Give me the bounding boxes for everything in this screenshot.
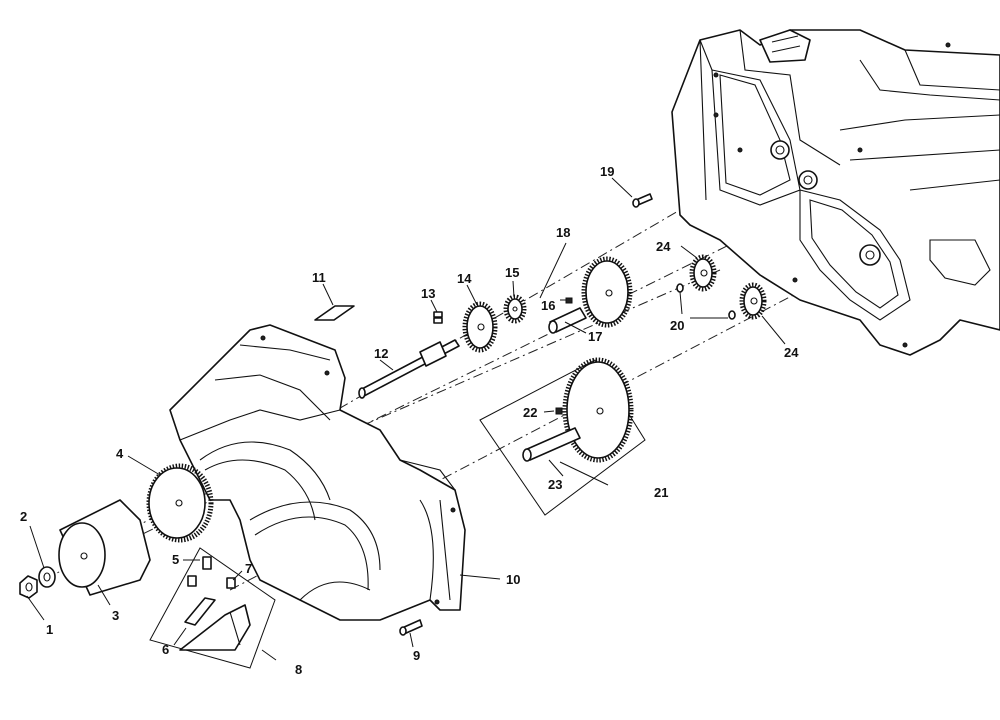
- part-24-gear-upper: [689, 254, 717, 292]
- callout-24a: 24: [656, 239, 671, 254]
- callout-10: 10: [506, 572, 520, 587]
- callout-1: 1: [46, 622, 53, 637]
- part-17-stub-shaft: [548, 307, 587, 334]
- callout-labels: 1 2 3 4 5 6 7 8 9 10 11 12 13 14 15 16 1…: [20, 164, 799, 677]
- callout-11: 11: [312, 270, 326, 285]
- part-21-large-gear: [562, 357, 634, 463]
- callout-5: 5: [172, 552, 179, 567]
- part-6-blade: [179, 597, 251, 651]
- part-4-pulley: [146, 463, 214, 543]
- callout-16: 16: [541, 298, 555, 313]
- part-14-gear: [462, 301, 498, 353]
- part-16-key: [565, 297, 573, 304]
- callout-14: 14: [457, 271, 472, 286]
- callout-8: 8: [295, 662, 302, 677]
- callout-2: 2: [20, 509, 27, 524]
- callout-4: 4: [116, 446, 124, 461]
- part-22-key: [555, 407, 563, 415]
- part-15-pinion: [503, 294, 527, 324]
- part-5-screws: [187, 556, 212, 587]
- callout-18: 18: [556, 225, 570, 240]
- part-2-washer: [38, 566, 56, 588]
- part-11-label: [314, 305, 355, 321]
- part-1-nut: [19, 575, 38, 599]
- part-24-gear-lower: [739, 282, 767, 320]
- part-23-shaft: [522, 427, 581, 462]
- callout-23: 23: [548, 477, 562, 492]
- callout-24b: 24: [784, 345, 799, 360]
- machine-housing: [671, 29, 1000, 356]
- part-13-key: [433, 311, 443, 324]
- leader-lines: [26, 177, 786, 661]
- part-3-drum: [58, 499, 151, 596]
- part-10-guard-housing: [169, 324, 466, 621]
- callout-13: 13: [421, 286, 435, 301]
- callout-19: 19: [600, 164, 614, 179]
- part-19-screw: [632, 193, 653, 208]
- callout-20: 20: [670, 318, 684, 333]
- callout-12: 12: [374, 346, 388, 361]
- part-8-assembly-box: [149, 547, 276, 669]
- callout-9: 9: [413, 648, 420, 663]
- callout-6: 6: [162, 642, 169, 657]
- part-7-screw: [226, 577, 236, 589]
- callout-21: 21: [654, 485, 668, 500]
- part-20-washer-a: [676, 283, 684, 293]
- callout-7: 7: [245, 561, 252, 576]
- part-9-screw: [399, 619, 423, 636]
- part-21-gear-assembly-box: [479, 359, 646, 516]
- callout-22: 22: [523, 405, 537, 420]
- part-20-washer-b: [728, 310, 736, 320]
- callout-3: 3: [112, 608, 119, 623]
- part-18-gear: [581, 256, 633, 328]
- callout-15: 15: [505, 265, 519, 280]
- callout-17: 17: [588, 329, 602, 344]
- part-12-shaft: [358, 339, 460, 399]
